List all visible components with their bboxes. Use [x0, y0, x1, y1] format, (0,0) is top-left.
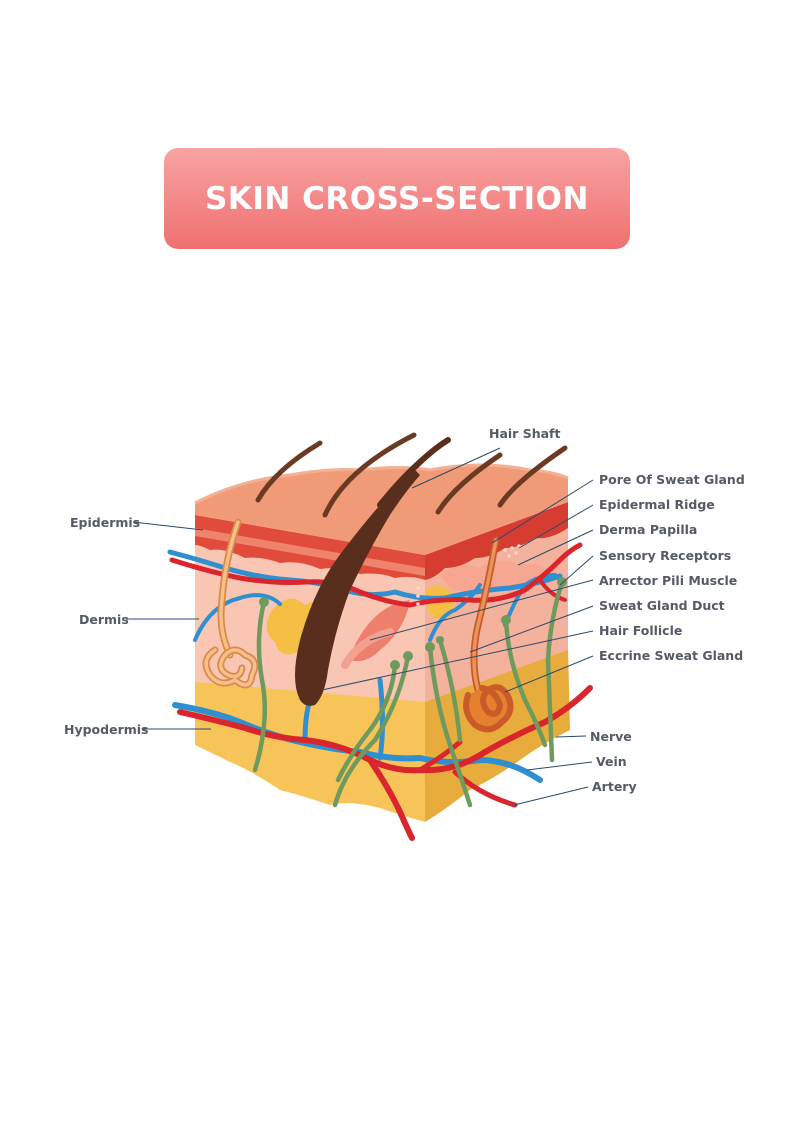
nerve-7	[437, 637, 463, 743]
hair-shaft-1	[255, 440, 323, 503]
artery-upper-1	[169, 542, 583, 608]
label-dermis: Dermis	[79, 612, 129, 627]
vein-upper-2	[193, 593, 282, 642]
hair-shaft-main	[377, 437, 451, 508]
label-vein: Vein	[596, 754, 627, 769]
label-epidermis: Epidermis	[70, 515, 140, 530]
page-title: SKIN CROSS-SECTION	[205, 180, 589, 217]
nerve-4	[427, 644, 473, 808]
hair-shaft-2	[322, 432, 417, 518]
leader-lines	[126, 447, 594, 806]
epidermis-highlight	[195, 528, 425, 576]
vein-lower-3	[377, 677, 385, 761]
title-banner: SKIN CROSS-SECTION	[164, 148, 630, 249]
hypodermis-front	[195, 680, 425, 822]
artery-lower-4	[417, 739, 463, 773]
vessels	[167, 542, 593, 841]
nerve-1	[252, 599, 267, 773]
label-pore-of-sweat-gland: Pore Of Sweat Gland	[599, 472, 745, 487]
artery-lower-2	[367, 757, 415, 841]
skin-surface-ridge	[194, 463, 569, 505]
hairs	[255, 432, 568, 518]
arrector-pili-muscle-2	[341, 628, 394, 669]
label-arrector-pili-muscle: Arrector Pili Muscle	[599, 573, 737, 588]
sweat-gland-right	[463, 536, 514, 733]
label-sensory-receptors: Sensory Receptors	[599, 548, 731, 563]
label-eccrine-sweat-gland: Eccrine Sweat Gland	[599, 648, 743, 663]
vein-upper-3	[428, 583, 482, 642]
hair-follicle	[295, 470, 420, 706]
hair-shaft-3	[435, 452, 503, 515]
main-hair	[295, 437, 451, 706]
nerve-2	[332, 653, 411, 808]
nerve-endings	[259, 577, 567, 670]
nerves	[252, 579, 565, 808]
nerve-5	[503, 617, 548, 748]
artery-upper-2	[538, 578, 567, 602]
pore-dots	[416, 544, 521, 606]
nerve-6	[545, 579, 565, 763]
nerve-3	[335, 662, 398, 783]
label-epidermal-ridge: Epidermal Ridge	[599, 497, 715, 512]
label-derma-papilla: Derma Papilla	[599, 522, 697, 537]
label-sweat-gland-duct: Sweat Gland Duct	[599, 598, 725, 613]
label-hypodermis: Hypodermis	[64, 722, 149, 737]
eccrine-sweat-gland-coil	[463, 684, 514, 733]
labels: Hair Shaft Pore Of Sweat Gland Epidermal…	[64, 426, 745, 794]
label-artery: Artery	[592, 779, 637, 794]
label-nerve: Nerve	[590, 729, 632, 744]
label-hair-shaft: Hair Shaft	[489, 426, 560, 441]
sweat-gland-left	[202, 518, 259, 689]
label-hair-follicle: Hair Follicle	[599, 623, 682, 638]
hair-shaft-4	[497, 445, 568, 508]
